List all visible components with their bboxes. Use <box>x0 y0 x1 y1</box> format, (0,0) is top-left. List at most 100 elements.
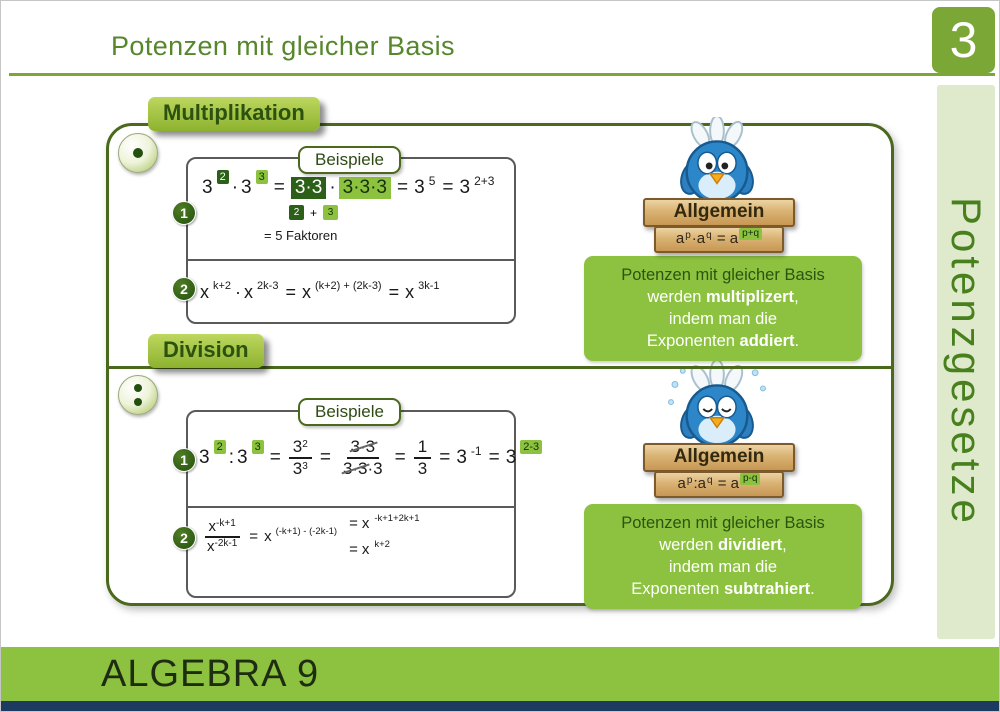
division-colon-icon <box>118 375 158 415</box>
math-token: : <box>693 475 698 492</box>
math-token: a <box>677 475 686 492</box>
chapter-label: Potenzgesetze <box>943 197 990 527</box>
exponent: k+2 <box>374 539 390 550</box>
rule-line: Potenzen mit gleicher Basis <box>621 266 825 284</box>
exponent: (-k+1) - (-2k-1) <box>275 526 338 537</box>
rule-line: indem man die <box>668 558 778 576</box>
rule-line: Potenzen mit gleicher Basis <box>621 514 825 532</box>
math-token: a <box>675 230 685 247</box>
multiplication-dot-icon <box>118 133 158 173</box>
cancelled-factors: 3·3 <box>342 458 368 478</box>
equation-continuation: = x-k+1+2k+1 = x k+2 <box>349 513 420 558</box>
dot-glyph <box>134 398 142 406</box>
multiplication-rule-box: Potenzen mit gleicher Basis werden multi… <box>584 256 862 361</box>
rule-line: werden dividiert, <box>588 534 858 556</box>
denominator: x-2k-1 <box>203 538 241 555</box>
equation-line: = x-k+1+2k+1 <box>349 513 420 532</box>
exponent: 2+3 <box>474 174 495 188</box>
math-token: x <box>200 282 209 302</box>
rule-keyword: dividiert <box>717 536 783 554</box>
math-token: 3 <box>505 446 517 468</box>
footer-bar: ALGEBRA 9 <box>1 647 999 701</box>
exponent-box: 2 <box>289 205 304 220</box>
rule-keyword: multiplizert <box>706 288 795 306</box>
div-example-2-equation: x-k+1 x-2k-1 = x (-k+1) - (-2k-1) = x-k+1… <box>201 513 421 558</box>
math-token: · <box>691 230 697 247</box>
example-number-badge: 2 <box>172 277 196 301</box>
exponent-box: 3 <box>251 439 264 454</box>
math-token: = <box>397 177 409 198</box>
tab-multiplikation: Multiplikation <box>148 97 320 131</box>
example-divider <box>188 259 514 261</box>
fraction: x-k+1 x-2k-1 <box>203 518 241 555</box>
section-divider <box>107 366 893 369</box>
fraction: 32 33 <box>288 437 312 478</box>
page-number-badge: 3 <box>932 7 995 73</box>
example-divider <box>188 506 514 508</box>
math-token: a <box>696 230 706 247</box>
math-token: = <box>388 282 400 302</box>
exponent-box: p+q <box>739 228 763 240</box>
math-token: · <box>231 177 239 198</box>
math-token: 3 <box>292 458 303 478</box>
math-token: 3 <box>199 446 210 468</box>
denominator: 3·3·3 <box>339 459 387 479</box>
title-rule <box>9 73 995 76</box>
math-token: 3 <box>202 177 213 198</box>
exponent-sum-annotation: 2 + 3 <box>289 205 339 220</box>
exponent: 5 <box>428 174 436 188</box>
rule-text: Exponenten <box>631 580 724 598</box>
bird-mascot-icon <box>680 117 754 207</box>
numerator: 3·3 <box>346 437 380 459</box>
math-token: ·3 <box>367 458 383 478</box>
exponent: p <box>686 475 693 486</box>
rule-text: . <box>810 580 815 598</box>
rule-line: indem man die <box>668 310 778 328</box>
math-token: = <box>717 475 727 492</box>
math-token: x <box>208 518 217 536</box>
chapter-sidebar: Potenzgesetze <box>937 85 995 639</box>
math-token: a <box>729 230 739 247</box>
rule-text: . <box>794 332 800 350</box>
sign-title: Allgemein <box>643 198 795 227</box>
math-token: 3 <box>241 177 252 198</box>
math-token: 3 <box>292 437 303 456</box>
exponent-box: p-q <box>739 473 761 485</box>
faktoren-annotation: = 5 Faktoren <box>264 228 338 243</box>
rule-line: Exponenten addiert. <box>588 330 858 352</box>
math-token: x <box>361 515 370 532</box>
math-token: = <box>249 528 259 545</box>
example-number-badge: 1 <box>172 448 196 472</box>
footer-title: ALGEBRA 9 <box>101 652 320 695</box>
rule-text: , <box>794 288 799 306</box>
math-token: = <box>442 177 454 198</box>
exponent: (k+2) + (2k-3) <box>314 279 382 292</box>
math-token: : <box>228 446 234 468</box>
exponent-box: 2 <box>213 439 226 454</box>
exponent: -1 <box>470 443 482 458</box>
math-token: = <box>394 446 406 468</box>
math-token: x <box>244 282 254 302</box>
fraction: 1 3 <box>413 437 432 478</box>
exponent: p <box>685 230 691 241</box>
exponent: 2 <box>302 439 308 450</box>
numerator: 32 <box>288 437 312 459</box>
exponent: 3 <box>302 460 308 472</box>
rule-text: , <box>782 536 787 554</box>
math-token: 3 <box>414 177 425 198</box>
exponent: k+2 <box>213 279 232 292</box>
math-token: = <box>349 515 358 532</box>
numerator: x-k+1 <box>204 518 240 538</box>
math-token: 3 <box>236 446 248 468</box>
bird-mascot-icon <box>668 361 766 451</box>
math-token: x <box>207 537 215 555</box>
dot-glyph <box>133 148 143 158</box>
rule-text: Exponenten <box>646 332 740 350</box>
math-token: x <box>361 541 370 558</box>
